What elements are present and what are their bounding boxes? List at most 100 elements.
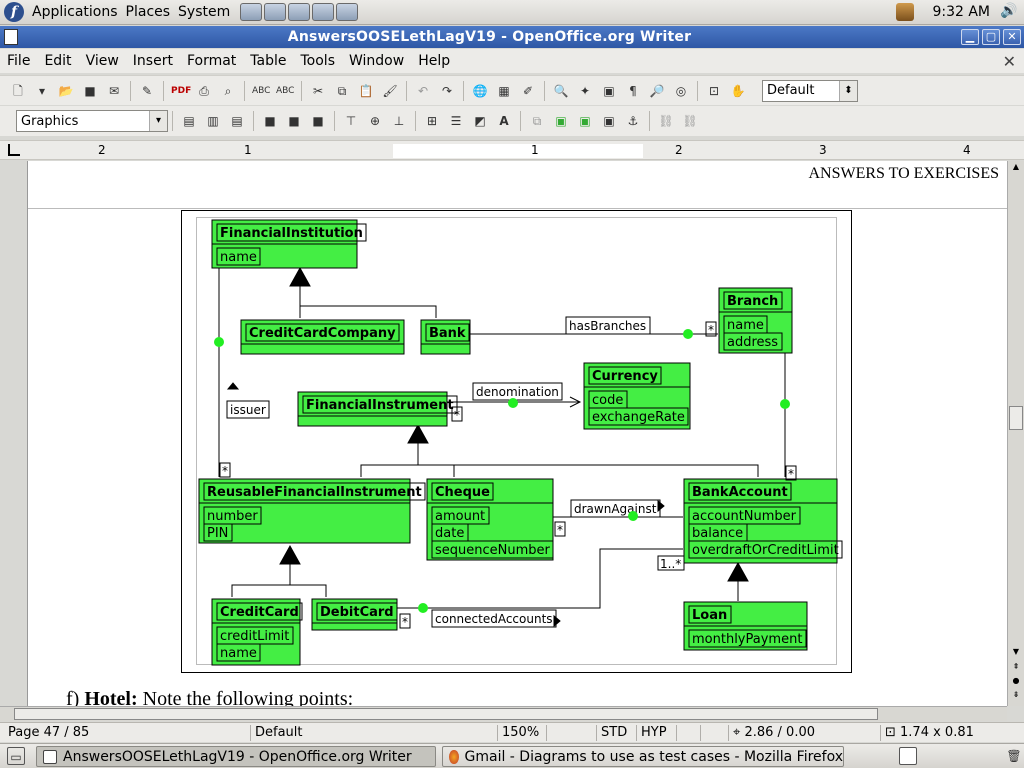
spellcheck-icon[interactable]: ABC — [252, 85, 271, 96]
places-menu[interactable]: Places — [125, 4, 171, 20]
frame-style-combo[interactable]: Graphics ▾ — [16, 110, 168, 132]
class-debit-card[interactable]: DebitCard — [311, 598, 398, 631]
cut-icon[interactable]: ✂ — [312, 83, 324, 98]
window-title-bar[interactable]: AnswersOOSELethLagV19 - OpenOffice.org W… — [0, 26, 1024, 48]
hyperlink-icon[interactable]: 🌐 — [472, 83, 488, 98]
wrap-through-icon[interactable]: ■ — [288, 114, 300, 128]
export-pdf-icon[interactable]: PDF — [171, 85, 192, 96]
autospellcheck-icon[interactable]: ABC — [276, 85, 295, 96]
optimal-wrap-icon[interactable]: ▤ — [231, 114, 243, 128]
show-desktop-icon[interactable]: ▭ — [7, 747, 25, 765]
page-indicator[interactable]: Page 47 / 85 — [8, 725, 90, 740]
new-document-icon[interactable]: 🗋 — [13, 83, 23, 98]
association-control-point[interactable] — [508, 398, 518, 408]
hyperlink-mode[interactable]: HYP — [636, 725, 674, 741]
window-menu-icon[interactable] — [4, 29, 18, 45]
unlink-frames-icon[interactable]: ⛓ — [682, 114, 698, 128]
scroll-up-icon[interactable]: ▲ — [1012, 162, 1020, 171]
system-menu[interactable]: System — [178, 4, 231, 20]
association-control-point[interactable] — [628, 511, 638, 521]
send-backward-icon[interactable]: ▣ — [579, 114, 591, 128]
new-dropdown-icon[interactable]: ▾ — [38, 83, 46, 98]
border-color-icon[interactable]: ◩ — [474, 114, 486, 128]
web-browser-launcher-icon[interactable] — [240, 3, 263, 21]
text-editor-launcher-icon[interactable] — [288, 3, 311, 21]
update-notifier-icon[interactable] — [896, 3, 915, 21]
clock[interactable]: 9:32 AM — [932, 4, 990, 20]
signature-field[interactable] — [700, 725, 726, 741]
association-control-point[interactable] — [214, 337, 224, 347]
wrap-off-icon[interactable]: ▤ — [183, 114, 195, 128]
zoom-level[interactable]: 150% — [497, 725, 545, 741]
volume-icon[interactable]: 🔊 — [1000, 3, 1018, 19]
help-icon[interactable]: ◎ — [675, 83, 687, 98]
writer-launcher-icon[interactable] — [336, 3, 359, 21]
minimize-icon[interactable]: ▁ — [961, 29, 979, 45]
menu-help[interactable]: Help — [418, 53, 451, 69]
close-icon[interactable]: ✕ — [1003, 29, 1021, 45]
menu-insert[interactable]: Insert — [132, 53, 173, 69]
trash-icon[interactable]: 🗑 — [1006, 749, 1022, 763]
association-control-point[interactable] — [683, 329, 693, 339]
bring-forward-icon[interactable]: ▣ — [555, 114, 567, 128]
wrap-right-icon[interactable]: ■ — [312, 114, 324, 128]
navigation-icon[interactable]: ● — [1012, 676, 1020, 685]
class-credit-card-company[interactable]: CreditCardCompany — [240, 319, 405, 355]
association-control-point[interactable] — [780, 399, 790, 409]
wrap-left-icon[interactable]: ■ — [264, 114, 276, 128]
link-frames-icon[interactable]: ⛓ — [658, 114, 674, 128]
clone-formatting-icon[interactable]: 🖌 — [382, 83, 398, 98]
presentation-launcher-icon[interactable] — [312, 3, 335, 21]
align-center-icon[interactable]: ⊕ — [369, 114, 381, 128]
association-control-point[interactable] — [418, 603, 428, 613]
combo-arrow-icon[interactable]: ⬍ — [839, 80, 857, 101]
menu-window[interactable]: Window — [349, 53, 405, 69]
email-launcher-icon[interactable] — [264, 3, 287, 21]
class-financial-instrument[interactable]: FinancialInstrument — [297, 391, 458, 427]
tab-type-icon[interactable] — [8, 144, 20, 156]
scroll-down-icon[interactable]: ▼ — [1012, 647, 1020, 656]
redo-icon[interactable]: ↷ — [441, 83, 453, 98]
class-bank[interactable]: Bank — [420, 319, 471, 355]
menu-file[interactable]: File — [7, 53, 31, 69]
background-color-icon[interactable]: A — [499, 114, 509, 128]
save-icon[interactable]: ■ — [84, 83, 96, 98]
frame-properties-icon[interactable]: ⊡ — [708, 83, 720, 98]
show-draw-functions-icon[interactable]: ✐ — [522, 83, 534, 98]
anchor-icon[interactable]: ⚓ — [627, 114, 639, 128]
class-bank-account[interactable]: BankAccountaccountNumberbalanceoverdraft… — [683, 478, 843, 564]
horizontal-ruler[interactable]: 2 1 1 2 3 4 — [0, 140, 1024, 160]
email-document-icon[interactable]: ✉ — [108, 83, 120, 98]
menu-format[interactable]: Format — [186, 53, 237, 69]
close-document-icon[interactable]: ✕ — [1002, 51, 1016, 71]
workspace-switcher-icon[interactable] — [899, 747, 917, 765]
align-bottom-icon[interactable]: ⊥ — [393, 114, 405, 128]
document-area[interactable]: ANSWERS TO EXERCISES — [0, 161, 1007, 706]
paragraph-style-combo[interactable]: Default ⬍ — [762, 79, 858, 102]
document-page[interactable]: ANSWERS TO EXERCISES — [27, 161, 1007, 706]
page-wrap-icon[interactable]: ▥ — [207, 114, 219, 128]
page-style[interactable]: Default — [250, 725, 495, 741]
uml-class-diagram[interactable]: FinancialInstitutionnameCreditCardCompan… — [182, 211, 853, 674]
paste-icon[interactable]: 📋 — [358, 83, 374, 98]
page-preview-icon[interactable]: ⌕ — [224, 83, 232, 98]
bring-to-front-icon[interactable]: ⧉ — [532, 114, 542, 128]
gallery-icon[interactable]: ▣ — [603, 83, 615, 98]
line-style-icon[interactable]: ☰ — [450, 114, 462, 128]
selection-mode[interactable]: STD — [596, 725, 634, 741]
scrollbar-thumb[interactable] — [1009, 406, 1023, 430]
borders-icon[interactable]: ⊞ — [426, 114, 438, 128]
language-field[interactable] — [546, 725, 594, 741]
maximize-icon[interactable]: ▢ — [982, 29, 1000, 45]
find-replace-icon[interactable]: 🔍 — [553, 83, 569, 98]
menu-edit[interactable]: Edit — [44, 53, 72, 69]
menu-view[interactable]: View — [85, 53, 119, 69]
combo-arrow-icon[interactable]: ▾ — [149, 111, 167, 131]
applications-menu[interactable]: Applications — [32, 4, 118, 20]
